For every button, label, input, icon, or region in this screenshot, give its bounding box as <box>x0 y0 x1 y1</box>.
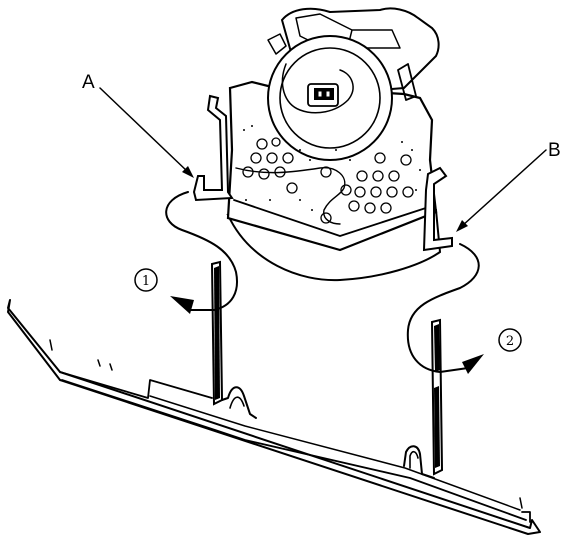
cover-clip-left <box>210 260 257 419</box>
tab-b <box>422 166 453 252</box>
step-2-arrow: 2 <box>406 243 522 374</box>
callout-b: B <box>456 140 561 232</box>
curved-arrow-icon <box>406 243 480 373</box>
tab-a <box>192 94 234 202</box>
callout-b-label: B <box>548 140 561 161</box>
spiral-cable-unit <box>226 7 442 282</box>
column-cover-panel <box>7 299 541 535</box>
cover-clip-right <box>403 318 444 479</box>
callout-a: A <box>82 72 194 178</box>
curved-arrow-icon <box>165 191 238 311</box>
step-1-number: 1 <box>142 274 150 289</box>
housing-holes <box>242 137 414 224</box>
step-2-number: 2 <box>506 334 514 349</box>
step-1-arrow: 1 <box>134 191 238 314</box>
callout-a-label: A <box>82 72 95 93</box>
housing-stipple <box>243 125 421 211</box>
